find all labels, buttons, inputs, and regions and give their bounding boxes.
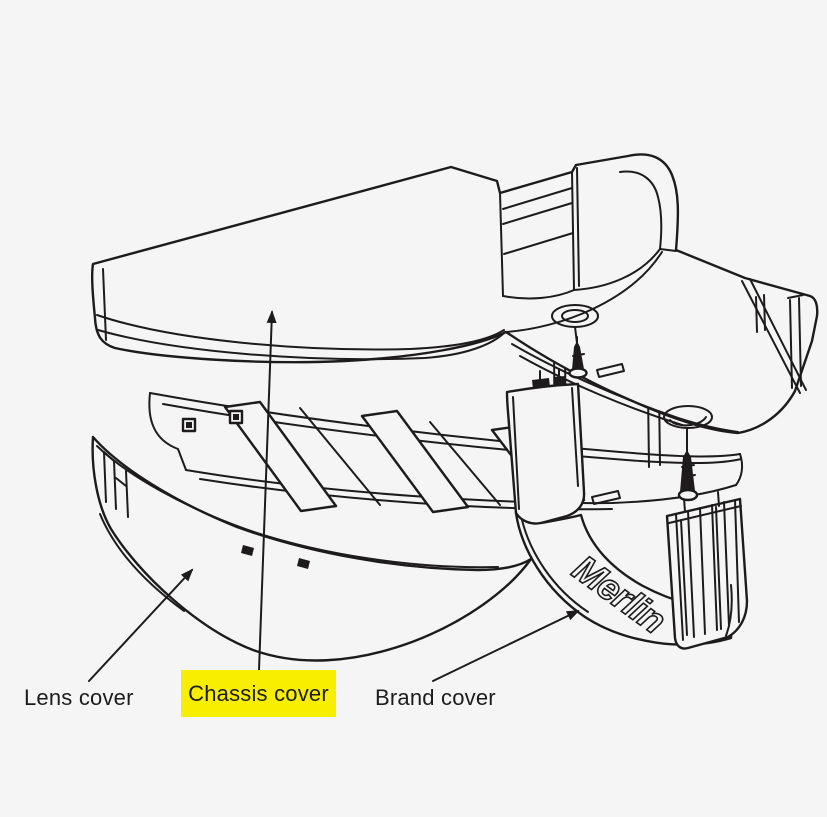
frame-rib	[360, 409, 470, 514]
screw-flange	[677, 488, 699, 502]
lens-rim-clip	[241, 545, 254, 556]
vent-grille	[665, 497, 749, 650]
lens-rim-clip	[297, 558, 310, 569]
brand-cover-arrow	[432, 610, 580, 682]
chassis-slot	[596, 363, 625, 378]
label-lens-cover: Lens cover	[24, 685, 134, 710]
brand-cover-flap	[505, 382, 586, 526]
lens-cover-arrow	[88, 568, 194, 682]
screw-body	[680, 450, 695, 492]
screw-2	[677, 444, 699, 502]
flap-clip	[532, 378, 550, 389]
callout-arrows	[88, 310, 580, 682]
chassis-cover-outline	[90, 153, 819, 435]
chassis-cover-part	[90, 153, 819, 505]
chassis-cover-arrow	[258, 310, 277, 671]
frame-rib	[223, 400, 338, 513]
lens-cover-part	[91, 435, 533, 662]
label-chassis-cover: Chassis cover	[188, 680, 329, 706]
chassis-slot	[591, 490, 621, 505]
label-brand-cover: Brand cover	[375, 685, 496, 710]
label-chassis-cover-highlight: Chassis cover	[181, 670, 336, 717]
screw-1	[568, 336, 588, 379]
flap-clip	[554, 376, 566, 385]
screw-flange	[568, 367, 588, 379]
